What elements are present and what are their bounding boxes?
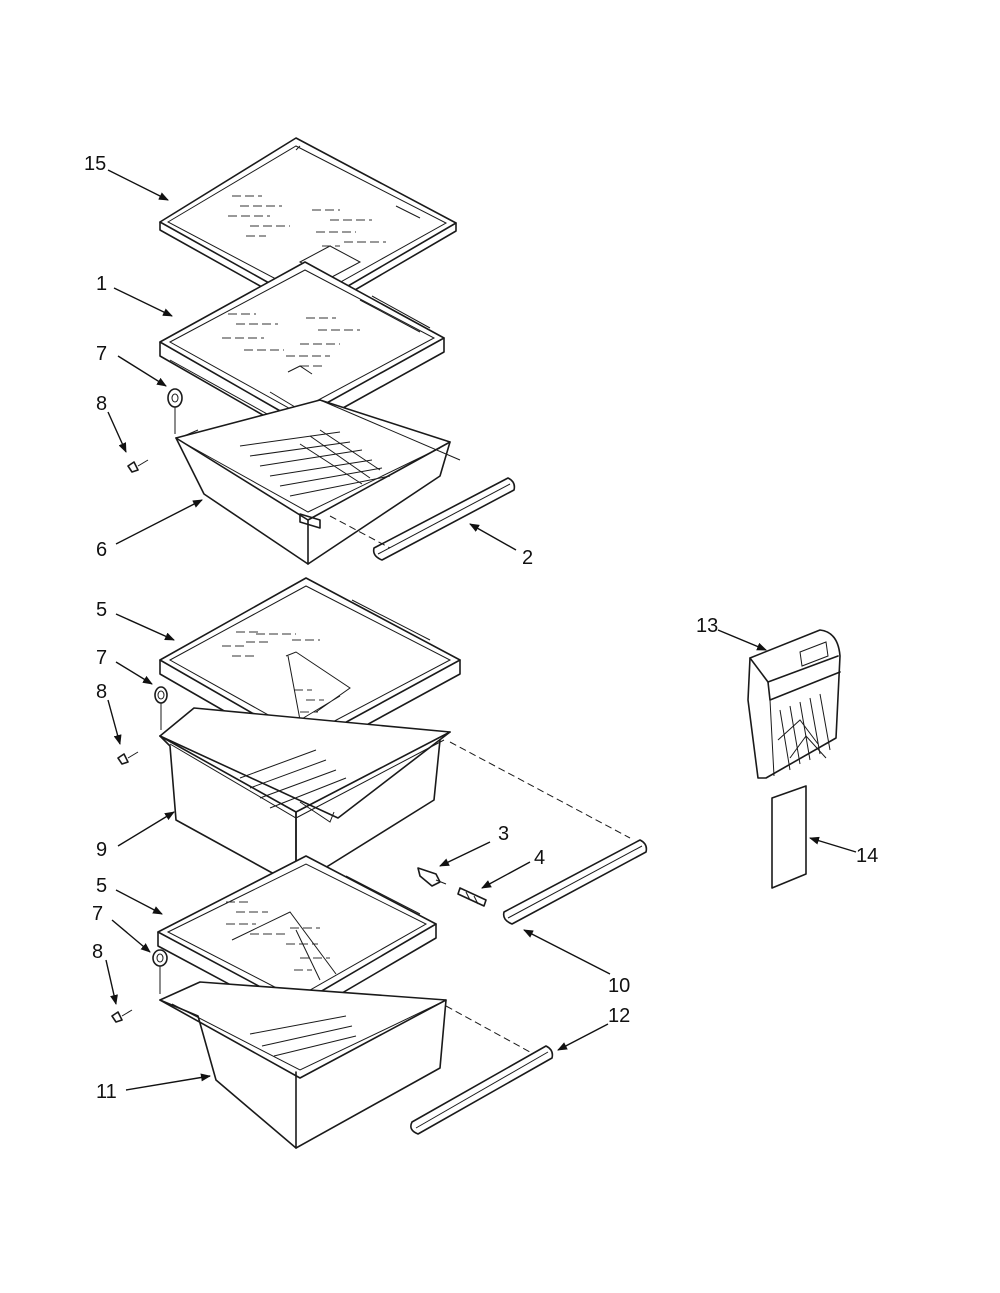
part-2-rail bbox=[372, 477, 516, 561]
callout-2: 2 bbox=[522, 547, 533, 569]
callout-14: 14 bbox=[856, 845, 878, 867]
callout-7: 7 bbox=[96, 343, 107, 365]
part-10-rail bbox=[502, 839, 648, 925]
callout-8: 8 bbox=[96, 393, 107, 415]
part-8-screw bbox=[111, 1009, 133, 1023]
callout-3: 3 bbox=[498, 823, 509, 845]
part-6-crisper-drawer bbox=[175, 399, 451, 565]
part-3-clip bbox=[417, 867, 447, 887]
part-8-screw bbox=[127, 459, 149, 473]
part-15-glass-shelf bbox=[159, 137, 457, 316]
part-13-control-housing bbox=[747, 629, 841, 779]
callout-15: 15 bbox=[84, 153, 106, 175]
part-12-rail bbox=[410, 1045, 554, 1135]
callout-7: 7 bbox=[92, 903, 103, 925]
part-7-roller bbox=[152, 949, 168, 994]
callout-5: 5 bbox=[96, 599, 107, 621]
callout-13: 13 bbox=[696, 615, 718, 637]
callout-7: 7 bbox=[96, 647, 107, 669]
part-11-drawer bbox=[159, 981, 447, 1149]
part-14-strip bbox=[771, 785, 807, 889]
callout-9: 9 bbox=[96, 839, 107, 861]
callout-11: 11 bbox=[96, 1081, 117, 1103]
part-7-roller bbox=[167, 388, 183, 434]
part-5-crisper-cover bbox=[157, 855, 437, 1021]
guide-line bbox=[183, 399, 461, 461]
leader-lines bbox=[105, 169, 857, 1091]
callout-12: 12 bbox=[608, 1005, 630, 1027]
guide-line bbox=[449, 741, 631, 839]
guide-line bbox=[445, 1005, 531, 1053]
part-4-bracket bbox=[457, 887, 487, 907]
guide-line bbox=[329, 515, 391, 549]
callout-10: 10 bbox=[608, 975, 630, 997]
part-7-roller bbox=[154, 686, 168, 730]
callout-6: 6 bbox=[96, 539, 107, 561]
callout-8: 8 bbox=[92, 941, 103, 963]
part-8-screw bbox=[117, 751, 139, 765]
callout-5: 5 bbox=[96, 875, 107, 897]
callout-4: 4 bbox=[534, 847, 545, 869]
callout-1: 1 bbox=[96, 273, 107, 295]
callout-8: 8 bbox=[96, 681, 107, 703]
callout-labels: 15 1 7 8 6 2 5 7 8 9 3 4 10 5 7 8 11 12 … bbox=[84, 153, 878, 1103]
